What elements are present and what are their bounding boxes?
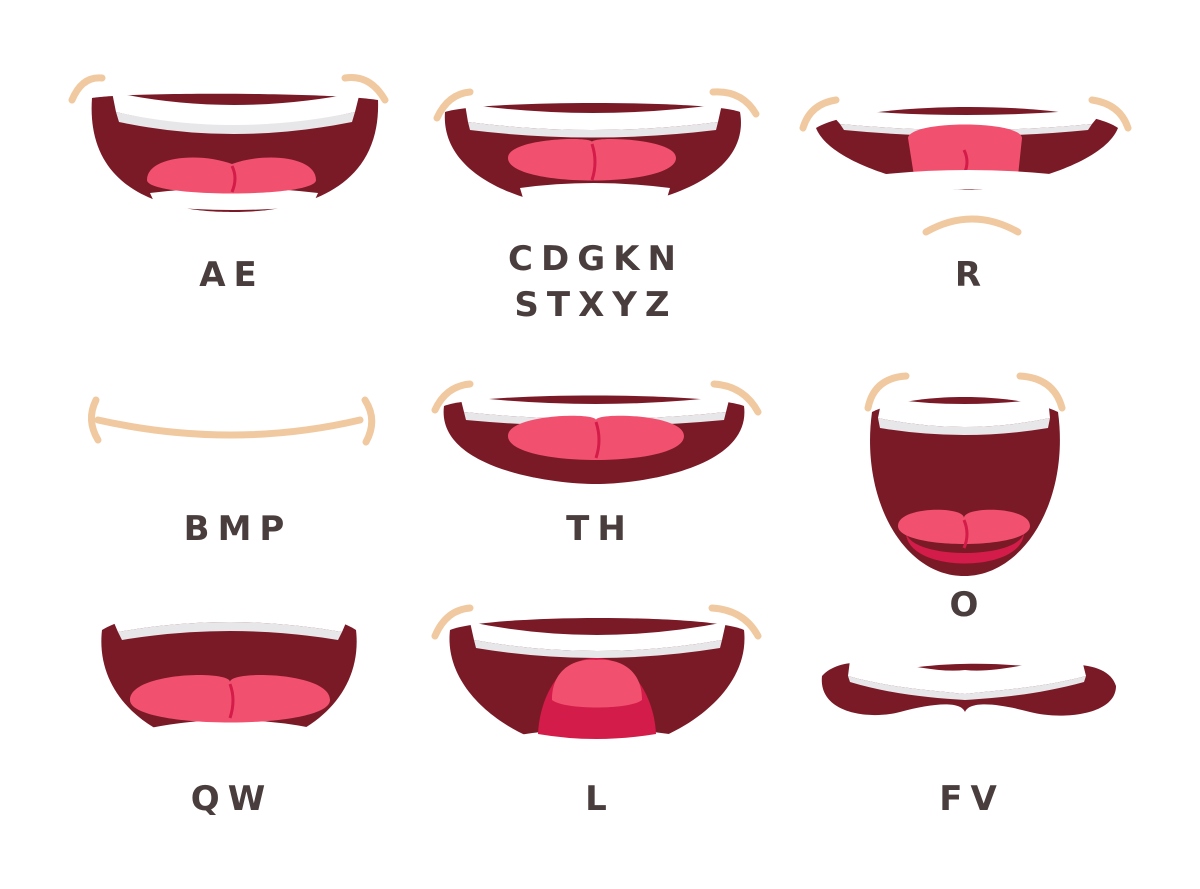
- label-cdgkn-line1: CDGKN: [508, 239, 684, 279]
- label-ae: AE: [199, 255, 265, 295]
- label-r: R: [954, 255, 990, 295]
- mouth-l-icon: [431, 604, 762, 757]
- mouth-o-icon: [864, 372, 1066, 576]
- label-l: L: [585, 779, 615, 819]
- mouth-ae-icon: [68, 73, 389, 212]
- label-fv: FV: [939, 779, 1005, 819]
- mouth-qw-icon: [101, 607, 357, 751]
- label-th: TH: [566, 509, 634, 549]
- label-cdgkn-line2: STXYZ: [514, 285, 678, 325]
- mouth-th-icon: [431, 380, 762, 484]
- mouth-fv-icon: [821, 659, 1116, 716]
- label-bmp: BMP: [183, 509, 293, 549]
- mouth-r-icon: [799, 96, 1132, 236]
- mouth-cdgkn-icon: [433, 88, 760, 213]
- label-o: O: [949, 585, 987, 625]
- mouth-bmp-icon: [88, 396, 376, 446]
- label-qw: QW: [190, 779, 274, 819]
